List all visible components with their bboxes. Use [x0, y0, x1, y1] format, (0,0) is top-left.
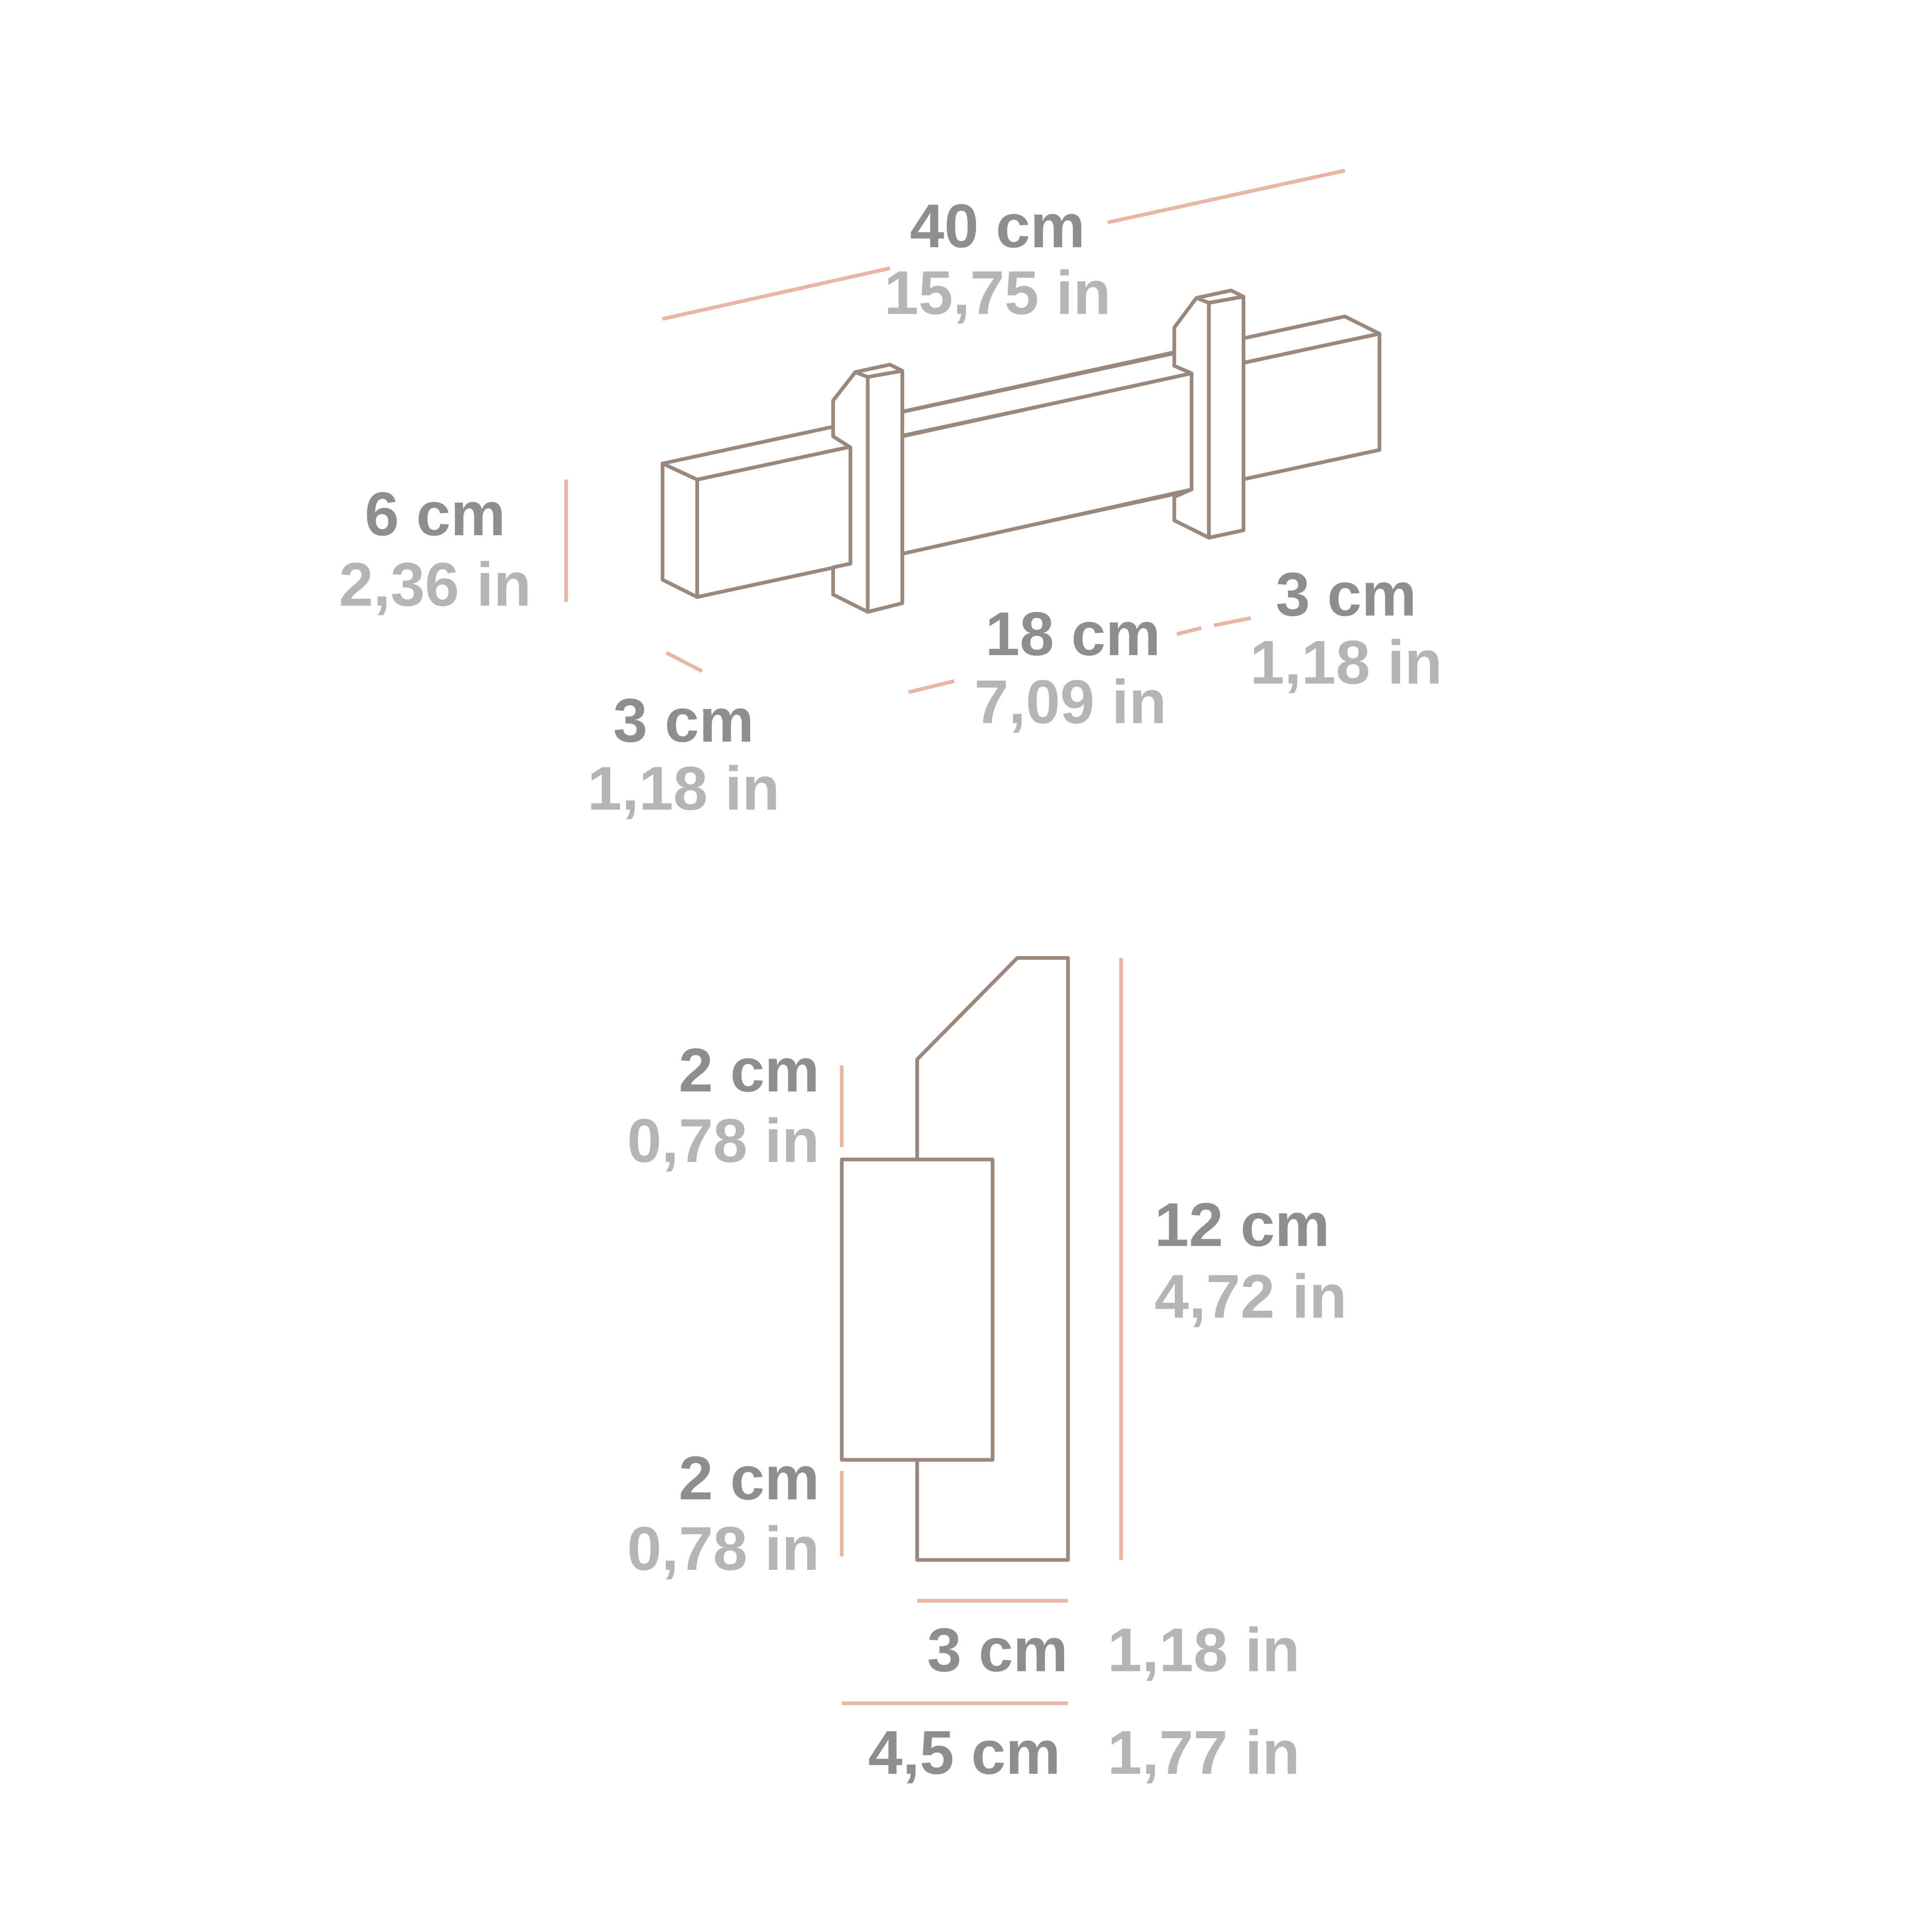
bottom-offset-cm: 2 cm: [679, 1444, 820, 1513]
spacing-in: 7,09 in: [974, 668, 1167, 737]
height-cm: 6 cm: [365, 479, 506, 548]
depth-in: 1,18 in: [587, 754, 780, 823]
length-cm: 40 cm: [910, 191, 1085, 261]
depth-dim-line: [665, 651, 703, 673]
length-dim-line-right: [1107, 169, 1345, 224]
dimension-lines: [564, 169, 1345, 1705]
post-depth-in: 1,18 in: [1250, 628, 1442, 697]
height-in: 2,36 in: [339, 550, 531, 619]
top-offset-cm: 2 cm: [679, 1036, 820, 1105]
post-depth-cm: 3 cm: [1275, 560, 1416, 629]
left-post-front: [866, 369, 905, 614]
bar-middle-top-edge: [902, 350, 1175, 414]
post-depth-dim-line-a: [1176, 626, 1202, 636]
bottom-offset-in: 0,78 in: [627, 1514, 820, 1583]
dimension-labels: 40 cm 15,75 in 6 cm 2,36 in 3 cm 1,18 in…: [339, 191, 1442, 1787]
right-post-front: [1207, 294, 1246, 540]
depth-cm: 3 cm: [613, 686, 754, 755]
spacing-dim-line: [908, 679, 955, 694]
bar-end-face: [660, 461, 699, 599]
isometric-product-drawing: [660, 288, 1382, 614]
total-height-in: 4,72 in: [1154, 1262, 1347, 1331]
post-width-cm: 3 cm: [927, 1615, 1068, 1684]
length-dim-line-left: [662, 266, 891, 321]
post-width-in: 1,18 in: [1108, 1615, 1300, 1684]
post-depth-dim-line-b: [1213, 616, 1251, 627]
length-in: 15,75 in: [884, 258, 1111, 327]
spacing-cm: 18 cm: [985, 599, 1160, 669]
total-width-in: 1,77 in: [1108, 1718, 1300, 1787]
total-height-cm: 12 cm: [1154, 1190, 1330, 1259]
top-offset-in: 0,78 in: [627, 1106, 820, 1175]
total-width-cm: 4,5 cm: [868, 1718, 1060, 1787]
side-bar-outline: [840, 1157, 995, 1462]
side-view-drawing: [840, 956, 1070, 1562]
